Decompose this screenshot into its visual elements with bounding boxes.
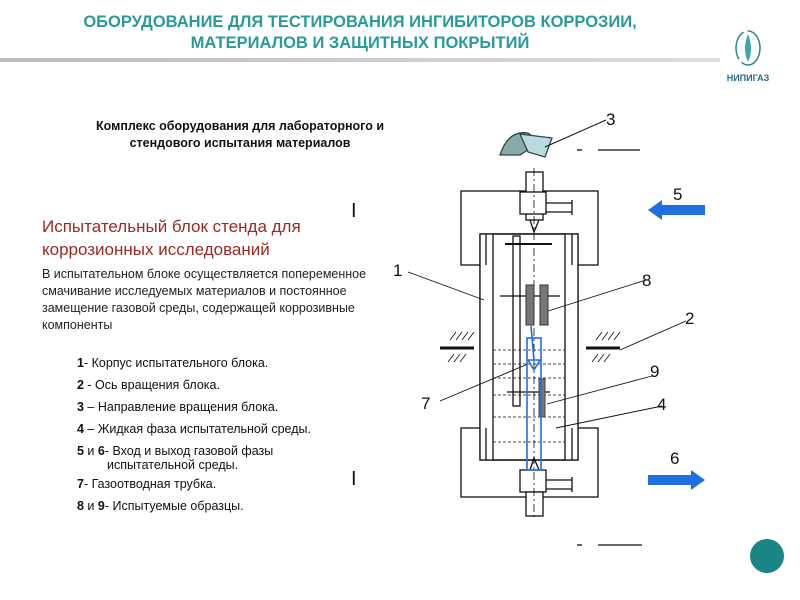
legend-item: 3 – Направление вращения блока. — [77, 396, 397, 418]
gas-flow-path — [526, 325, 542, 471]
description: В испытательном блоке осуществляется поп… — [42, 267, 367, 332]
label-8: 8 — [642, 271, 652, 290]
logo-text: НИПИГАЗ — [726, 73, 770, 83]
label-1: 1 — [393, 261, 403, 280]
legend-text-cont: испытательной среды. — [107, 458, 239, 472]
legend-num: 2 — [77, 378, 84, 392]
legend-text: - Газоотводная трубка. — [83, 477, 217, 491]
heading-line-2: коррозионных исследований — [42, 240, 270, 259]
legend-text: - Испытуемые образцы. — [104, 499, 244, 513]
legend-list: 1- Корпус испытательного блока. 2 - Ось … — [77, 352, 397, 517]
legend-text: - Вход и выход газовой фазы — [104, 444, 274, 458]
label-9: 9 — [650, 362, 660, 381]
legend-item: 1- Корпус испытательного блока. — [77, 352, 397, 374]
gas-outlet-arrow-icon — [648, 470, 705, 490]
sample-9 — [538, 378, 546, 418]
flame-logo-icon — [735, 30, 761, 66]
label-7: 7 — [421, 394, 431, 413]
legend-text: – Направление вращения блока. — [83, 400, 279, 414]
sample-8b — [539, 284, 549, 326]
legend-text: – Жидкая фаза испытательной среды. — [83, 422, 311, 436]
legend-mid: и — [83, 499, 98, 513]
subtitle-line-2: стендового испытания материалов — [129, 136, 351, 150]
legend-num: 5 — [77, 444, 84, 458]
subtitle-line-1: Комплекс оборудования для лабораторного … — [95, 119, 384, 133]
sample-8 — [525, 284, 535, 326]
legend-item: 4 – Жидкая фаза испытательной среды. — [77, 418, 397, 440]
marker-bar: I — [351, 468, 357, 490]
company-logo: НИПИГАЗ — [718, 28, 778, 83]
title-line-2: МАТЕРИАЛОВ И ЗАЩИТНЫХ ПОКРЫТИЙ — [190, 34, 530, 52]
label-5: 5 — [673, 185, 683, 204]
legend-num: 3 — [77, 400, 84, 414]
gas-inlet-arrow-icon — [648, 200, 705, 220]
legend-item: 7- Газоотводная трубка. — [77, 473, 397, 495]
legend-mid: и — [83, 444, 98, 458]
title-divider — [0, 58, 720, 62]
title-line-1: ОБОРУДОВАНИЕ ДЛЯ ТЕСТИРОВАНИЯ ИНГИБИТОРО… — [83, 13, 637, 31]
subtitle: Комплекс оборудования для лабораторного … — [70, 118, 410, 152]
legend-text: - Корпус испытательного блока. — [83, 356, 269, 370]
legend-item: 2 - Ось вращения блока. — [77, 374, 397, 396]
legend-text: - Ось вращения блока. — [83, 378, 220, 392]
label-4: 4 — [657, 395, 667, 414]
label-2: 2 — [685, 309, 695, 328]
legend-item: 8 и 9- Испытуемые образцы. — [77, 495, 397, 517]
marker-bar: I — [351, 200, 357, 222]
legend-num: 6 — [97, 444, 105, 458]
nav-circle-button[interactable] — [750, 539, 784, 573]
label-3: 3 — [606, 110, 616, 129]
legend-num: 4 — [77, 422, 84, 436]
section-heading: Испытательный блок стенда для коррозионн… — [42, 215, 372, 261]
legend-num: 8 — [77, 499, 84, 513]
legend-num: 1 — [77, 356, 84, 370]
legend-num: 9 — [97, 499, 105, 513]
slide-title: ОБОРУДОВАНИЕ ДЛЯ ТЕСТИРОВАНИЯ ИНГИБИТОРО… — [40, 12, 680, 54]
label-6: 6 — [670, 449, 680, 468]
heading-line-1: Испытательный блок стенда для — [42, 217, 301, 236]
legend-num: 7 — [77, 477, 84, 491]
